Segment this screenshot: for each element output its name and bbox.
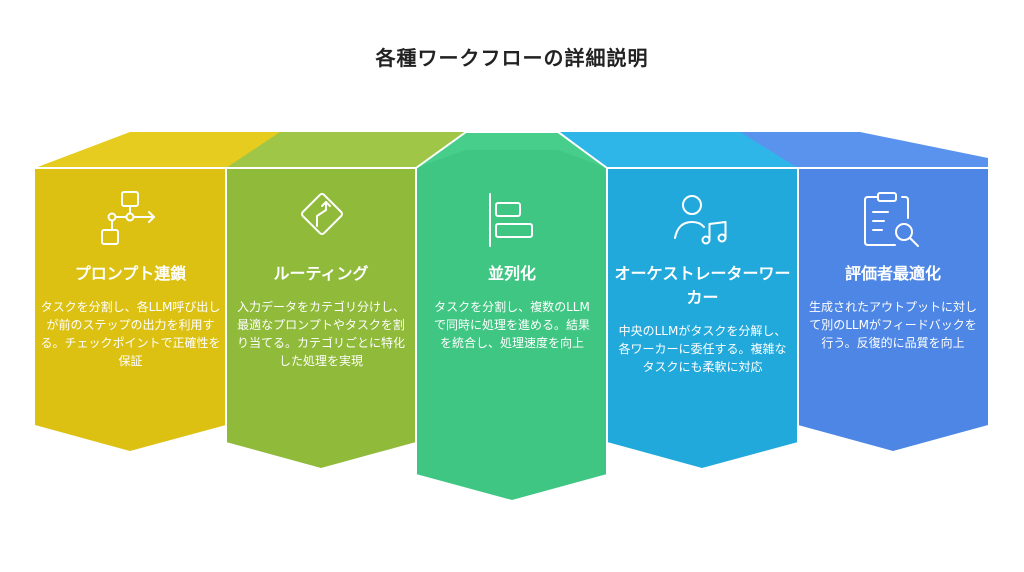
column-description: タスクを分割し、各LLM呼び出しが前のステップの出力を利用する。チェックポイント… bbox=[40, 300, 221, 368]
col4-top-face bbox=[560, 132, 798, 168]
column-description: タスクを分割し、複数のLLMで同時に処理を進める。結果を統合し、処理速度を向上 bbox=[433, 300, 590, 350]
column-parallelization: 並列化 タスクを分割し、複数のLLMで同時に処理を進める。結果を統合し、処理速度… bbox=[432, 262, 592, 352]
column-heading: オーケストレーターワーカー bbox=[614, 264, 791, 307]
diagram-title: 各種ワークフローの詳細説明 bbox=[375, 46, 649, 70]
align-bars-icon bbox=[489, 193, 533, 247]
col2-panel bbox=[226, 168, 416, 468]
flowchart-icon bbox=[101, 191, 155, 245]
column-description: 入力データをカテゴリ分けし、最適なプロンプトやタスクを割り当てる。カテゴリごとに… bbox=[236, 300, 405, 368]
col2-top-face bbox=[226, 132, 470, 168]
route-sign-icon bbox=[301, 193, 343, 235]
column-orchestrator-worker: オーケストレーターワーカー 中央のLLMがタスクを分解し、各ワーカーに委任する。… bbox=[614, 262, 791, 376]
col3-top-highlight bbox=[416, 132, 607, 168]
column-heading: 評価者最適化 bbox=[844, 264, 941, 283]
col3-panel bbox=[416, 132, 607, 500]
column-prompt-chaining: プロンプト連鎖 タスクを分割し、各LLM呼び出しが前のステップの出力を利用する。… bbox=[40, 262, 221, 370]
column-heading: ルーティング bbox=[273, 264, 369, 283]
col4-panel bbox=[607, 168, 798, 468]
column-routing: ルーティング 入力データをカテゴリ分けし、最適なプロンプトやタスクを割り当てる。… bbox=[234, 262, 408, 370]
column-heading: プロンプト連鎖 bbox=[74, 264, 187, 283]
column-evaluator-optimizer: 評価者最適化 生成されたアウトプットに対して別のLLMがフィードバックを行う。反… bbox=[808, 262, 978, 352]
clipboard-search-icon bbox=[864, 192, 919, 247]
column-description: 生成されたアウトプットに対して別のLLMがフィードバックを行う。反復的に品質を向… bbox=[808, 300, 977, 350]
col5-top-face bbox=[680, 132, 988, 168]
col5-panel bbox=[798, 168, 988, 451]
conductor-icon bbox=[674, 195, 727, 245]
column-heading: 並列化 bbox=[487, 264, 536, 283]
col1-panel bbox=[35, 168, 226, 451]
column-description: 中央のLLMがタスクを分解し、各ワーカーに委任する。複雑なタスクにも柔軟に対応 bbox=[618, 324, 787, 374]
